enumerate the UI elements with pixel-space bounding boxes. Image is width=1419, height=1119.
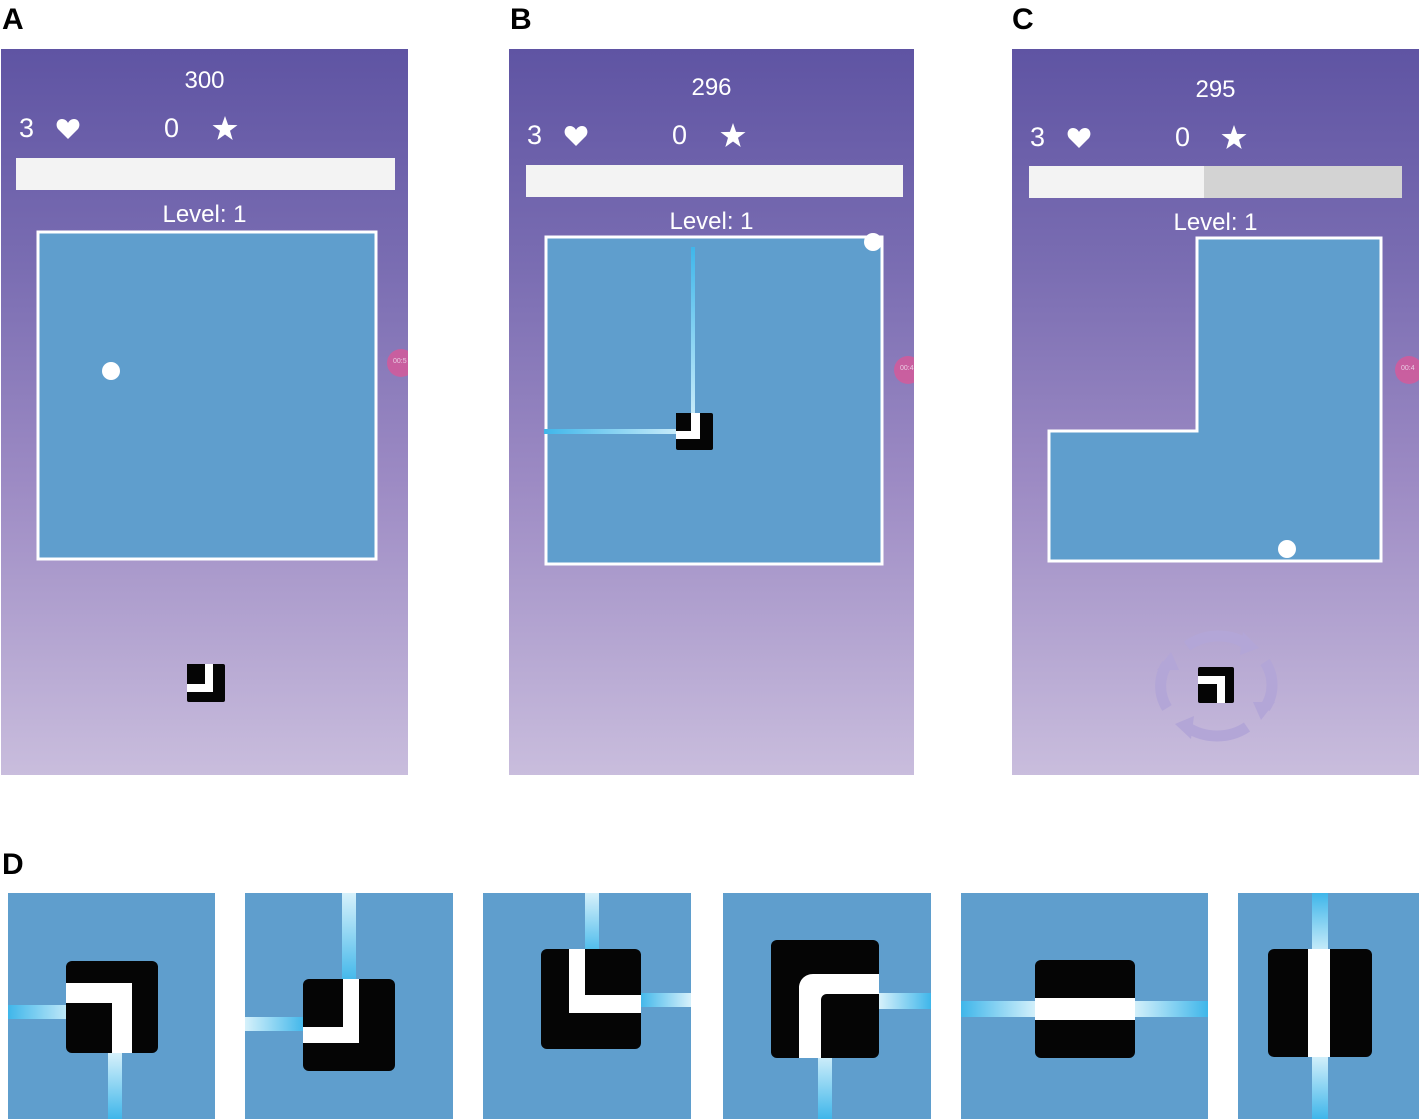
arena xyxy=(1047,236,1383,563)
ball-icon xyxy=(864,233,882,251)
arena xyxy=(544,233,884,566)
mirror-tile-icon xyxy=(676,413,713,450)
arena xyxy=(36,230,378,561)
stars-count: 0 xyxy=(672,120,688,150)
laser-beam-vertical xyxy=(691,247,695,434)
game-screen-b: 296 3 0 Level: 1 00:4 xyxy=(509,49,914,775)
mirror-tile-icon xyxy=(66,961,158,1053)
mirror-tile-icon xyxy=(541,949,641,1049)
star-icon xyxy=(720,123,746,147)
heart-icon xyxy=(564,126,588,146)
progress-bar xyxy=(1029,166,1402,198)
mirror-tile-1 xyxy=(8,893,215,1119)
mirror-tile-icon xyxy=(1035,960,1135,1058)
mirror-tile-2 xyxy=(245,893,453,1119)
timer-badge: 00:4 xyxy=(1395,356,1419,384)
rotate-arrows-icon[interactable] xyxy=(1147,624,1287,749)
ball-icon xyxy=(1278,540,1296,558)
stars-count: 0 xyxy=(1175,122,1191,152)
level-label: Level: 1 xyxy=(162,201,247,228)
heart-icon xyxy=(1067,128,1091,148)
star-icon xyxy=(1221,125,1247,149)
ball-icon xyxy=(102,362,120,380)
mirror-tile-icon xyxy=(771,940,879,1058)
panel-label-a: A xyxy=(2,3,24,36)
timer-badge: 00:5 xyxy=(387,349,408,377)
star-icon xyxy=(212,116,238,140)
level-label: Level: 1 xyxy=(669,208,754,235)
level-label: Level: 1 xyxy=(1173,209,1258,236)
timer-badge: 00:4 xyxy=(894,356,914,384)
lives-count: 3 xyxy=(19,113,35,143)
laser-beam-horizontal xyxy=(544,429,692,434)
timer-text: 00:4 xyxy=(900,365,914,372)
stars-count: 0 xyxy=(164,113,180,143)
heart-icon xyxy=(56,119,80,139)
mirror-tile-5 xyxy=(961,893,1208,1119)
timer-text: 00:5 xyxy=(393,358,407,365)
progress-bar-empty xyxy=(1204,166,1402,198)
score-counter: 300 xyxy=(184,67,225,94)
mirror-tile-icon xyxy=(1268,949,1372,1057)
mirror-tile-3 xyxy=(483,893,691,1119)
mirror-tile-4 xyxy=(723,893,931,1119)
panel-label-b: B xyxy=(510,3,532,36)
mirror-tile-icon xyxy=(303,979,395,1071)
mirror-tile-icon[interactable] xyxy=(187,664,225,702)
progress-bar xyxy=(16,158,395,190)
score-counter: 296 xyxy=(691,74,732,101)
timer-text: 00:4 xyxy=(1401,365,1415,372)
panel-label-c: C xyxy=(1012,3,1034,36)
game-screen-c: 295 3 0 Level: 1 00:4 xyxy=(1012,49,1419,775)
mirror-tile-6 xyxy=(1238,893,1419,1119)
panel-label-d: D xyxy=(2,848,24,881)
lives-count: 3 xyxy=(1030,122,1046,152)
progress-bar xyxy=(526,165,903,197)
score-counter: 295 xyxy=(1195,76,1236,103)
lives-count: 3 xyxy=(527,120,543,150)
game-screen-a: 300 3 0 Level: 1 00:5 xyxy=(1,49,408,775)
